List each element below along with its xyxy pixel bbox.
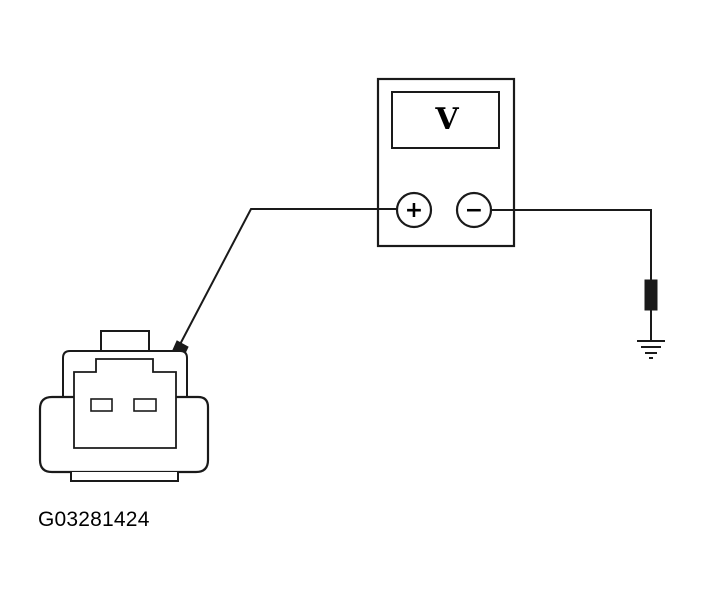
positive-terminal-symbol: + <box>405 198 423 223</box>
connector-pin-1 <box>90 398 113 412</box>
figure-id-label: G03281424 <box>38 508 150 531</box>
positive-lead-wire <box>175 208 397 353</box>
voltmeter-display <box>391 91 500 149</box>
connector-bottom-lip <box>70 472 179 482</box>
negative-lead <box>491 209 665 359</box>
ground-icon <box>637 340 665 359</box>
electrical-connector <box>38 330 210 482</box>
negative-terminal-symbol: − <box>465 198 483 223</box>
connector-lock-tab <box>100 330 150 351</box>
voltmeter-unit-label: V <box>434 102 459 137</box>
voltmeter: V + − <box>376 77 516 248</box>
connector-pin-2 <box>133 398 157 412</box>
negative-lead-wire <box>491 209 652 282</box>
connector-cavity <box>73 358 177 449</box>
positive-lead <box>151 208 397 403</box>
ground-probe <box>644 279 658 311</box>
